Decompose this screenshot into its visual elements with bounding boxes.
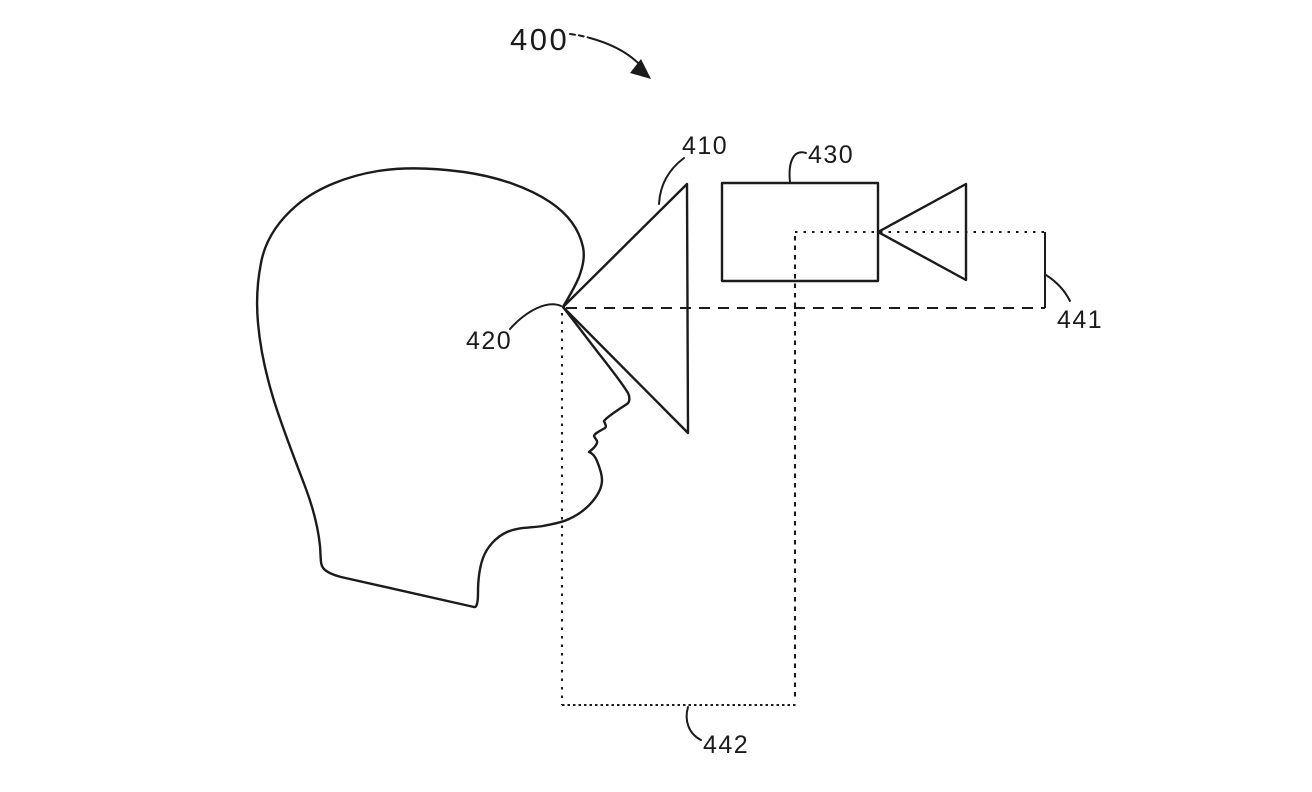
label-441: 441 [1057,306,1103,334]
leader-420 [509,303,562,330]
fig-ref-arrowhead [630,59,651,79]
leader-442 [685,706,702,741]
fig-ref-arrow-curve [589,37,642,67]
fig-ref-arrow-dashed-start [569,33,591,39]
leader-410 [658,157,685,205]
label-420: 420 [466,327,512,355]
label-410: 410 [682,132,728,160]
head-profile-outline [255,167,631,609]
label-400: 400 [510,22,569,57]
beam-triangle [876,182,968,282]
label-430: 430 [808,141,854,169]
label-442: 442 [703,731,749,759]
leader-430 [788,151,807,183]
leader-441 [1045,274,1071,302]
